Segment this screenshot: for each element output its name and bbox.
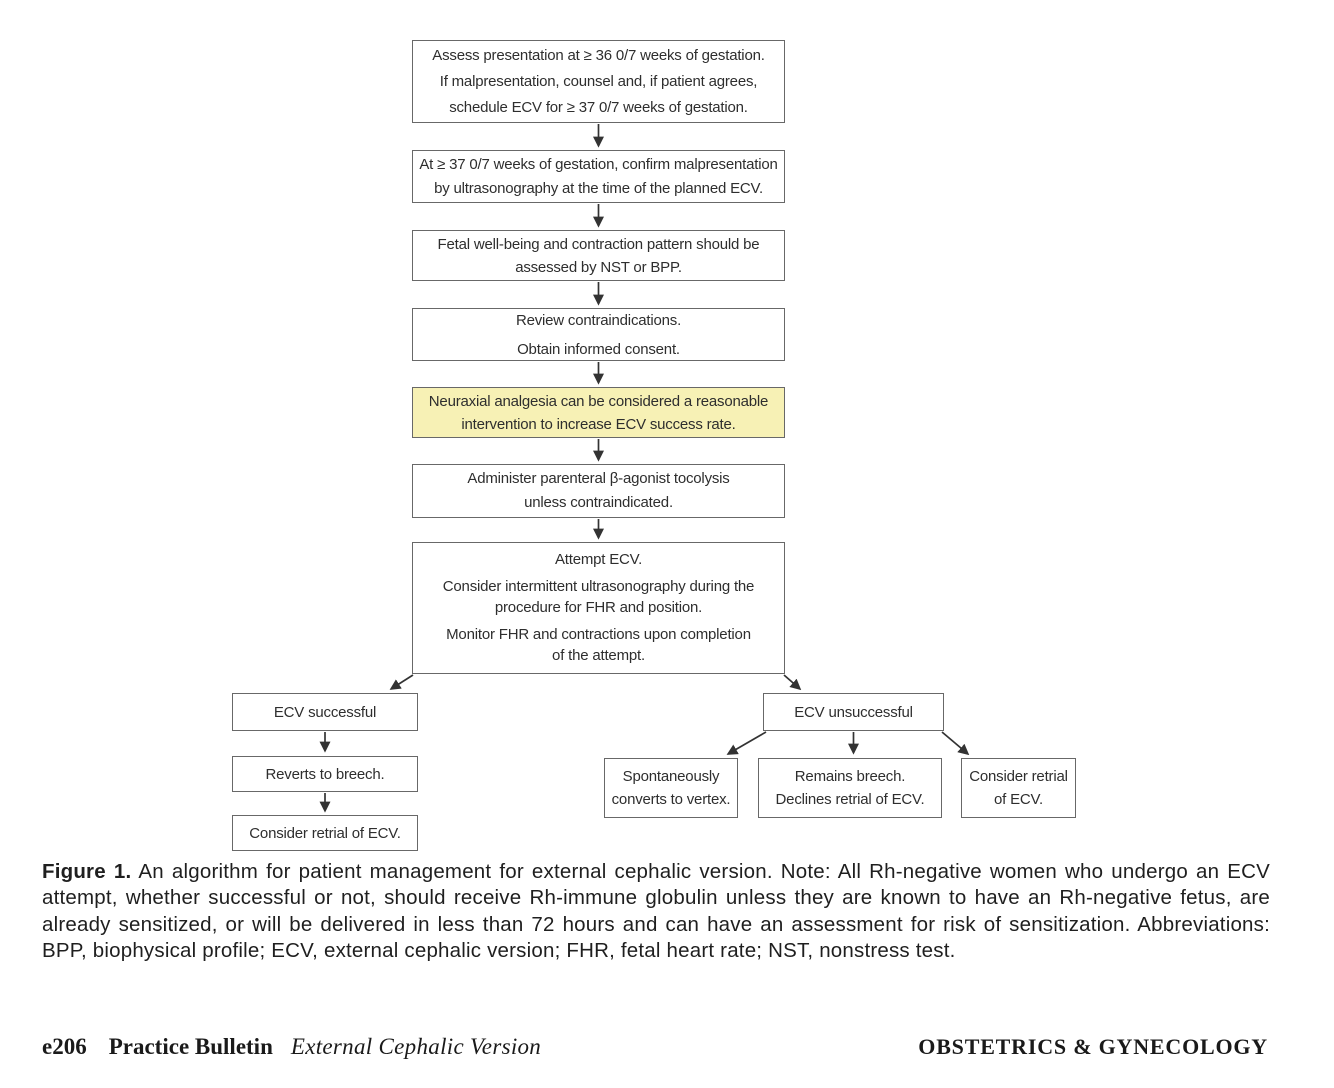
footer-article-title: External Cephalic Version: [290, 1034, 542, 1059]
flow-box-tocolysis: Administer parenteral β-agonist tocolysi…: [412, 464, 785, 518]
flow-box-text: ECV unsuccessful: [794, 703, 913, 721]
flow-box-ecv-successful: ECV successful: [232, 693, 418, 731]
flow-box-text: Fetal well-being and contraction pattern…: [437, 235, 760, 276]
flow-box-text: Reverts to breech.: [265, 765, 385, 783]
flow-box-confirm-malpresentation: At ≥ 37 0/7 weeks of gestation, confirm …: [412, 150, 785, 203]
flow-box-assess-presentation: Assess presentation at ≥ 36 0/7 weeks of…: [412, 40, 785, 123]
flow-box-reverts-to-breech: Reverts to breech.: [232, 756, 418, 792]
footer-section: Practice Bulletin: [108, 1034, 273, 1059]
flow-box-text: Consider retrial of ECV.: [249, 824, 401, 842]
footer-left: e206 Practice Bulletin External Cephalic…: [42, 1034, 541, 1060]
flow-box-paragraph: Consider intermittent ultrasonography du…: [442, 577, 755, 617]
flow-box-paragraph: Attempt ECV.: [554, 551, 643, 569]
flow-box-consider-retrial-right: Consider retrial of ECV.: [961, 758, 1076, 818]
flow-box-text: Spontaneously converts to vertex.: [611, 768, 731, 808]
flow-box-ecv-unsuccessful: ECV unsuccessful: [763, 693, 944, 731]
flow-box-attempt-ecv: Attempt ECV. Consider intermittent ultra…: [412, 542, 785, 674]
flow-box-paragraph: Monitor FHR and contractions upon comple…: [446, 625, 751, 665]
flow-box-text: Assess presentation at ≥ 36 0/7 weeks of…: [432, 46, 765, 116]
flow-box-text: Neuraxial analgesia can be considered a …: [428, 392, 769, 433]
figure-caption: Figure 1.An algorithm for patient manage…: [42, 859, 1270, 965]
figure-caption-label: Figure 1.: [42, 860, 132, 883]
flow-box-text: Administer parenteral β-agonist tocolysi…: [467, 470, 730, 511]
flow-box-text: Remains breech. Declines retrial of ECV.: [775, 768, 925, 808]
journal-name: OBSTETRICS & GYNECOLOGY: [918, 1034, 1268, 1059]
page-number: e206: [42, 1034, 87, 1059]
flow-box-fetal-well-being: Fetal well-being and contraction pattern…: [412, 230, 785, 281]
flow-box-text: Consider retrial of ECV.: [969, 768, 1068, 808]
flow-box-consider-retrial-left: Consider retrial of ECV.: [232, 815, 418, 851]
flow-box-text: Review contraindications. Obtain informe…: [515, 311, 682, 358]
flow-box-text: At ≥ 37 0/7 weeks of gestation, confirm …: [419, 155, 778, 197]
flow-box-review-contraindications: Review contraindications. Obtain informe…: [412, 308, 785, 361]
figure-caption-text: An algorithm for patient management for …: [42, 860, 1270, 963]
page-footer: e206 Practice Bulletin External Cephalic…: [42, 1034, 1268, 1060]
flow-box-remains-breech: Remains breech. Declines retrial of ECV.: [758, 758, 942, 818]
flow-box-text: ECV successful: [273, 703, 377, 721]
flow-box-neuraxial-analgesia-highlighted: Neuraxial analgesia can be considered a …: [412, 387, 785, 438]
flow-box-converts-to-vertex: Spontaneously converts to vertex.: [604, 758, 738, 818]
